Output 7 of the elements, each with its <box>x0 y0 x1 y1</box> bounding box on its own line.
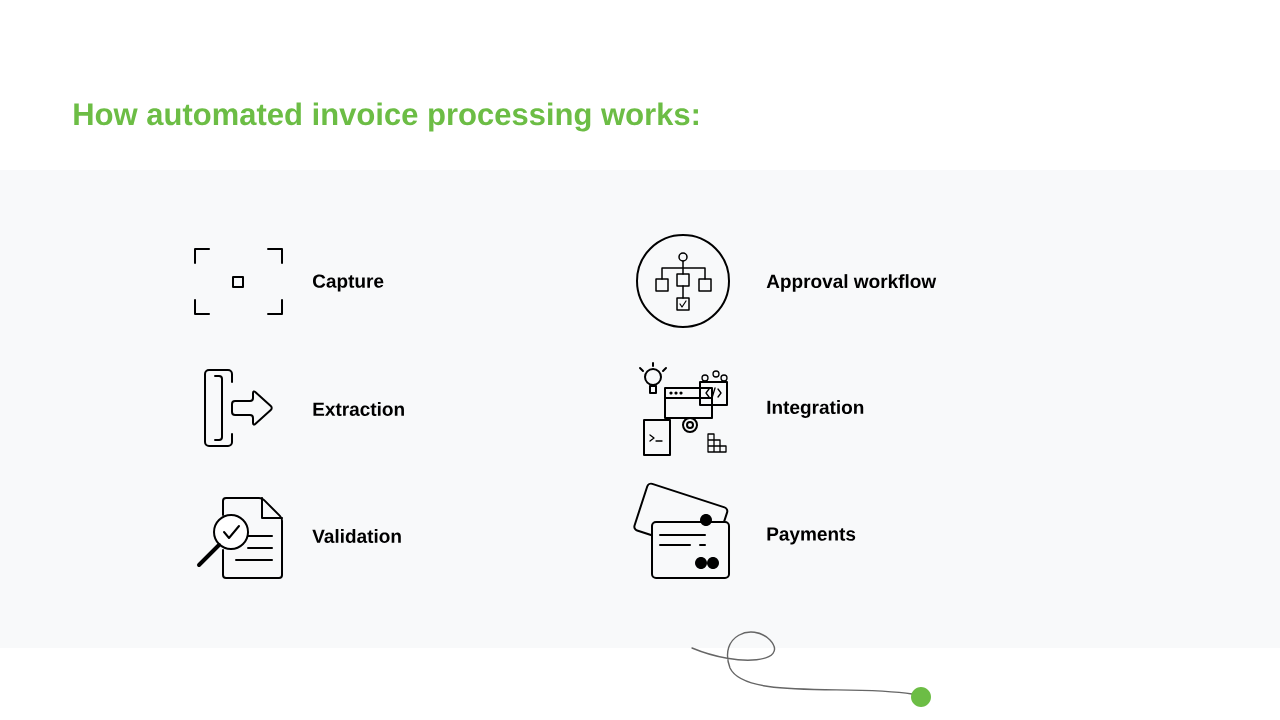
step-label: Integration <box>767 400 864 418</box>
step-label: Extraction <box>313 402 404 416</box>
step-label: Approval workflow <box>766 274 937 292</box>
title: How automated invoice processing works: <box>74 102 698 132</box>
step-label: Payments <box>767 527 856 545</box>
step-label: Validation <box>312 529 401 543</box>
step-label: Capture <box>313 274 384 292</box>
